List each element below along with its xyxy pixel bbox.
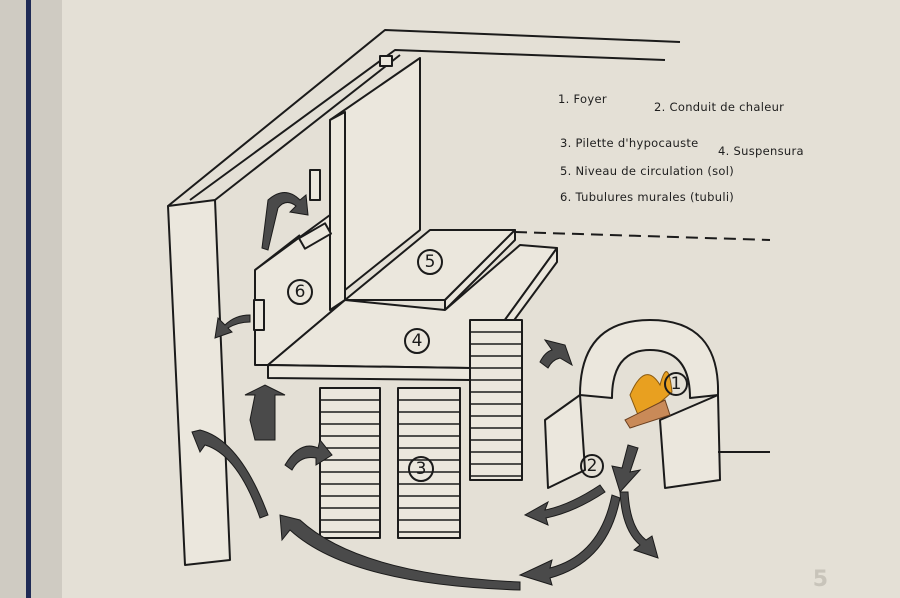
legend-item-conduit: 2. Conduit de chaleur xyxy=(654,100,785,114)
marker-5: 5 xyxy=(417,249,443,275)
page-number: 5 xyxy=(812,567,828,592)
svg-text:5: 5 xyxy=(425,252,436,272)
arrow-curve-right-icon xyxy=(284,438,333,471)
legend-item-pilette: 3. Pilette d'hypocauste xyxy=(560,136,699,150)
back-wall xyxy=(167,29,681,566)
svg-text:2: 2 xyxy=(587,456,598,476)
legend-item-tubulures: 6. Tubulures murales (tubuli) xyxy=(560,190,735,204)
logs-icon xyxy=(624,399,671,429)
arrow-up-icon xyxy=(244,384,286,441)
svg-text:4: 4 xyxy=(412,331,423,351)
fire-icon xyxy=(629,371,673,421)
marker-1: 1 xyxy=(664,372,688,396)
arrow-curve-left-icon xyxy=(191,429,269,519)
marker-3: 3 xyxy=(408,456,434,482)
marker-2: 2 xyxy=(580,454,604,478)
marker-6: 6 xyxy=(287,279,313,305)
airflow-arrows xyxy=(191,192,659,591)
hypocaust-pillars xyxy=(319,319,523,539)
arrow-out-right-icon xyxy=(619,491,659,559)
legend-item-niveau: 5. Niveau de circulation (sol) xyxy=(560,164,735,178)
legend-item-suspensura: 4. Suspensura xyxy=(718,144,804,158)
svg-text:6: 6 xyxy=(295,282,306,302)
arrow-tubuli-up-icon xyxy=(261,192,309,251)
arrow-out-bottom-icon xyxy=(518,494,621,586)
arrow-tubuli-out-icon xyxy=(214,314,251,339)
arrow-bottom-icon xyxy=(279,514,521,591)
marker-4: 4 xyxy=(404,328,430,354)
arrow-conduit-icon xyxy=(611,444,642,493)
arrow-out-left-icon xyxy=(523,484,606,526)
arrow-into-pillars-icon xyxy=(539,339,573,369)
svg-text:3: 3 xyxy=(416,459,427,479)
tubuli-wall xyxy=(253,55,421,366)
frame-edge xyxy=(26,0,31,598)
svg-text:1: 1 xyxy=(671,374,682,394)
legend-item-foyer: 1. Foyer xyxy=(558,92,607,106)
floor-level-slab xyxy=(344,229,771,311)
furnace xyxy=(544,319,770,489)
